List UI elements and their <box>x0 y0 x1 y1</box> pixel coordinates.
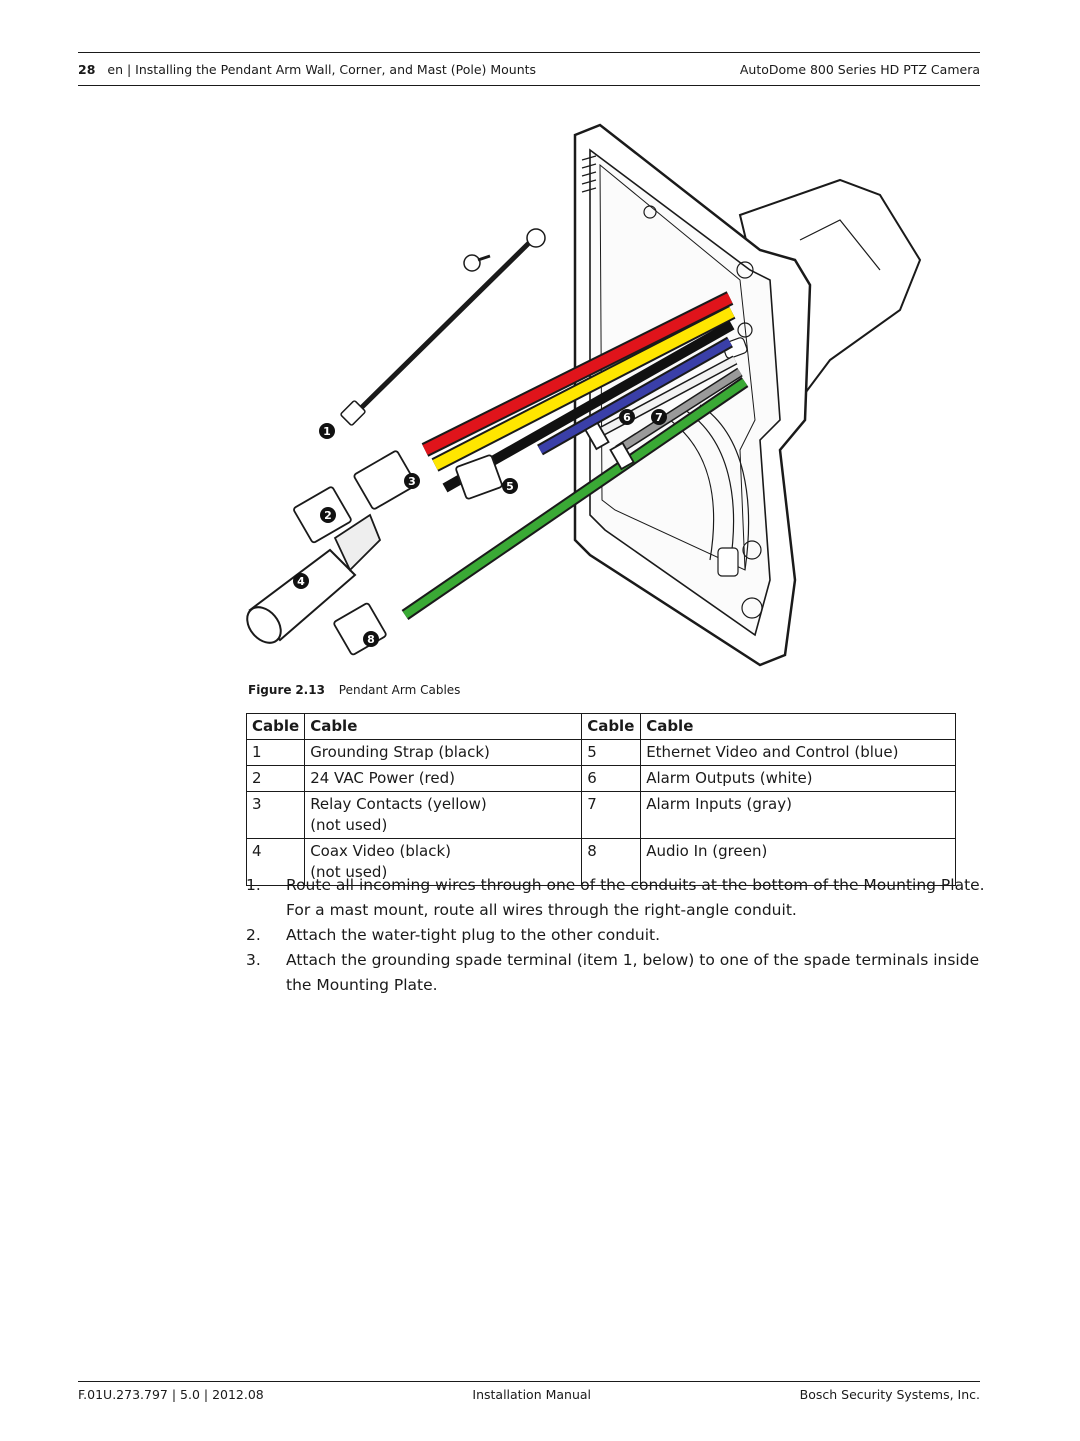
step-number: 2. <box>246 926 261 944</box>
relay-wire <box>432 307 735 470</box>
step-item: 1. Route all incoming wires through one o… <box>246 873 986 923</box>
callout-6: 6 <box>619 409 635 425</box>
cable-number: 1 <box>245 739 306 766</box>
svg-text:1: 1 <box>323 425 331 438</box>
company-name: Bosch Security Systems, Inc. <box>799 1386 980 1402</box>
column-header: Cable <box>640 713 956 740</box>
step-number: 3. <box>246 951 261 969</box>
cable-table: Cable Cable Cable Cable 1 Grounding Stra… <box>245 713 956 886</box>
svg-text:7: 7 <box>655 411 663 424</box>
callout-1: 1 <box>319 423 335 439</box>
alarm-out-wire <box>593 356 737 439</box>
cable-name-text: Relay Contacts (yellow) <box>310 795 487 813</box>
step-text: Route all incoming wires through one of … <box>286 876 985 919</box>
cable-number: 4 <box>245 838 306 886</box>
svg-text:2: 2 <box>324 509 332 522</box>
figure-caption-text: Pendant Arm Cables <box>338 683 461 697</box>
callout-2: 2 <box>320 507 336 523</box>
step-number: 1. <box>246 876 261 894</box>
grounding-wire <box>355 238 534 414</box>
step-item: 3. Attach the grounding spade terminal (i… <box>246 948 986 998</box>
step-item: 2. Attach the water-tight plug to the oth… <box>246 923 986 948</box>
section-title: en | Installing the Pendant Arm Wall, Co… <box>107 61 537 77</box>
cable-name: 24 VAC Power (red) <box>304 765 583 792</box>
table-row: 1 Grounding Strap (black) 5 Ethernet Vid… <box>245 739 956 766</box>
figure-caption: Figure 2.13 Pendant Arm Cables <box>248 683 460 697</box>
page-number: 28 <box>78 61 96 77</box>
cable-number: 8 <box>581 838 642 886</box>
svg-text:8: 8 <box>367 633 375 646</box>
pendant-arm-cables-figure: 1 2 3 4 5 6 7 8 <box>240 120 940 680</box>
alarm-in-wire <box>616 369 742 453</box>
document-id: F.01U.273.797 | 5.0 | 2012.08 <box>78 1386 264 1402</box>
cable-note: (not used) <box>310 863 388 881</box>
callout-8: 8 <box>363 631 379 647</box>
table-row: 2 24 VAC Power (red) 6 Alarm Outputs (wh… <box>245 765 956 792</box>
svg-text:5: 5 <box>506 480 514 493</box>
cable-number: 5 <box>581 739 642 766</box>
column-header: Cable <box>581 713 642 740</box>
figure-number: 2.13 <box>295 683 325 697</box>
page-header: 28 en | Installing the Pendant Arm Wall,… <box>78 52 980 86</box>
cable-name: Alarm Inputs (gray) <box>640 791 956 839</box>
product-name: AutoDome 800 Series HD PTZ Camera <box>739 61 980 77</box>
step-text: Attach the grounding spade terminal (ite… <box>286 951 980 994</box>
cable-illustration: 1 2 3 4 5 6 7 8 <box>246 123 922 667</box>
cable-name-text: Coax Video (black) <box>310 842 451 860</box>
instruction-steps: 1. Route all incoming wires through one o… <box>246 873 986 998</box>
cable-number: 3 <box>245 791 306 839</box>
cable-number: 6 <box>581 765 642 792</box>
callout-5: 5 <box>502 478 518 494</box>
cable-number: 2 <box>245 765 306 792</box>
figure-label: Figure <box>248 683 292 697</box>
callout-4: 4 <box>293 573 309 589</box>
cable-note: (not used) <box>310 816 388 834</box>
power-wire <box>422 293 733 455</box>
cable-name: Relay Contacts (yellow) (not used) <box>304 791 583 839</box>
page-footer: F.01U.273.797 | 5.0 | 2012.08 Installati… <box>78 1381 980 1406</box>
svg-text:4: 4 <box>297 575 305 588</box>
cable-number: 7 <box>581 791 642 839</box>
audio-wire <box>402 378 748 619</box>
cable-name: Ethernet Video and Control (blue) <box>640 739 956 766</box>
table-row: 4 Coax Video (black) (not used) 8 Audio I… <box>245 838 956 886</box>
callout-3: 3 <box>404 473 420 489</box>
ethernet-wire <box>538 338 732 454</box>
document-type: Installation Manual <box>472 1386 592 1402</box>
cable-name: Grounding Strap (black) <box>304 739 583 766</box>
table-row: 3 Relay Contacts (yellow) (not used) 7 Al… <box>245 791 956 839</box>
column-header: Cable <box>304 713 583 740</box>
cable-name: Audio In (green) <box>640 838 956 886</box>
svg-text:3: 3 <box>408 475 416 488</box>
table-header-row: Cable Cable Cable Cable <box>245 713 956 740</box>
svg-text:6: 6 <box>623 411 631 424</box>
step-text: Attach the water-tight plug to the other… <box>286 926 661 944</box>
cable-name: Alarm Outputs (white) <box>640 765 956 792</box>
column-header: Cable <box>245 713 306 740</box>
cable-name: Coax Video (black) (not used) <box>304 838 583 886</box>
callout-7: 7 <box>651 409 667 425</box>
